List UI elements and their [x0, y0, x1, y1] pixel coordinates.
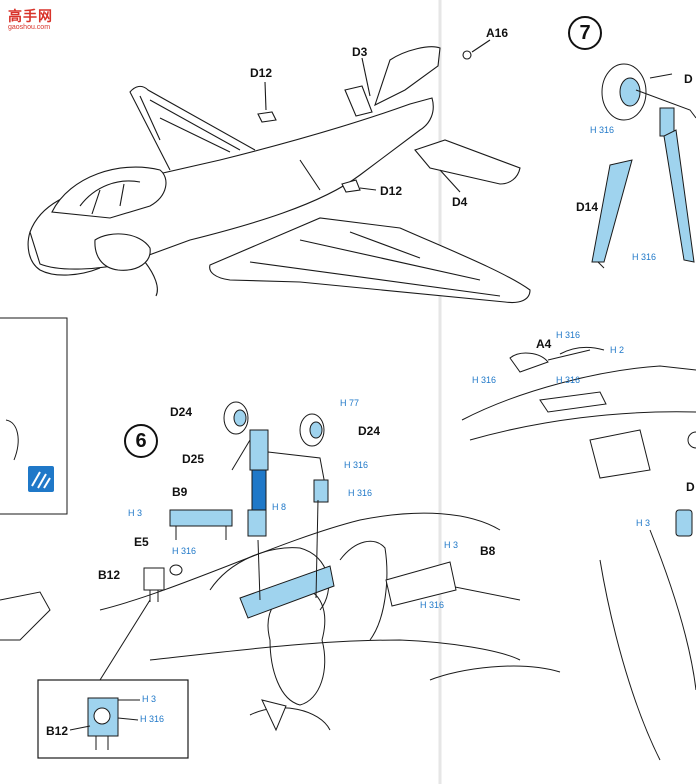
paint-code-h2: H 2 — [610, 345, 625, 355]
part-label-d12-top: D12 — [250, 66, 273, 80]
paint-code-h316-a4-top: H 316 — [556, 330, 581, 340]
part-label-b8: B8 — [480, 544, 496, 558]
right-edge-parts — [599, 431, 696, 761]
paint-code-h316-well: H 316 — [348, 488, 373, 498]
part-label-b12-main: B12 — [98, 568, 121, 582]
watermark-logo: 高手网 gaoshou.com — [8, 6, 53, 31]
part-label-d4: D4 — [452, 195, 468, 209]
paint-code-h3-right: H 3 — [636, 518, 651, 528]
e5-part — [169, 564, 183, 576]
step-number-7: 7 — [568, 16, 602, 50]
paint-code-h77: H 77 — [340, 398, 360, 408]
paint-code-h316-b8: H 316 — [420, 600, 445, 610]
part-label-b9: B9 — [172, 485, 188, 499]
part-label-d-right-mid: D — [686, 480, 695, 494]
paint-code-h3-b9: H 3 — [128, 508, 143, 518]
step7-landing-gear-drawing — [591, 63, 696, 269]
part-label-b12-inset: B12 — [46, 724, 69, 738]
paint-code-h3-b8: H 3 — [444, 540, 459, 550]
part-label-a4: A4 — [536, 337, 552, 351]
aircraft-assembly-drawing — [27, 39, 531, 304]
b9-door — [169, 509, 233, 527]
paint-code-h3-inset: H 3 — [142, 694, 157, 704]
part-label-d25: D25 — [182, 452, 205, 466]
part-label-d24-right: D24 — [358, 424, 381, 438]
watermark-url: gaoshou.com — [8, 24, 51, 31]
b12-inset-box — [37, 679, 189, 759]
cockpit-detail-drawing — [461, 346, 696, 479]
step-number-6: 6 — [124, 424, 158, 458]
part-label-d24-left: D24 — [170, 405, 193, 419]
left-inset-box — [0, 317, 68, 641]
paint-code-h316-b9: H 316 — [172, 546, 197, 556]
d24-wheels — [223, 401, 325, 447]
paint-code-h316-wheel7: H 316 — [590, 125, 615, 135]
wheel-well-highlight — [239, 565, 335, 619]
part-label-a16: A16 — [486, 26, 509, 40]
paint-code-h316-d14: H 316 — [632, 252, 657, 262]
part-label-d14: D14 — [576, 200, 599, 214]
part-label-d3: D3 — [352, 45, 368, 59]
nose-gear-strut — [231, 429, 329, 601]
watermark-text: 高手网 — [8, 8, 53, 24]
part-label-d12-right: D12 — [380, 184, 403, 198]
paint-code-h316-a4-left: H 316 — [472, 375, 497, 385]
part-label-e5: E5 — [134, 535, 149, 549]
b8-door — [385, 561, 457, 607]
paint-code-h316-wheel6: H 316 — [344, 460, 369, 470]
part-label-d-right-top: D — [684, 72, 693, 86]
paint-code-h316-inset: H 316 — [140, 714, 165, 724]
paint-code-h8: H 8 — [272, 502, 287, 512]
paint-code-h316-a4-right: H 316 — [556, 375, 581, 385]
b12-part — [143, 567, 165, 591]
